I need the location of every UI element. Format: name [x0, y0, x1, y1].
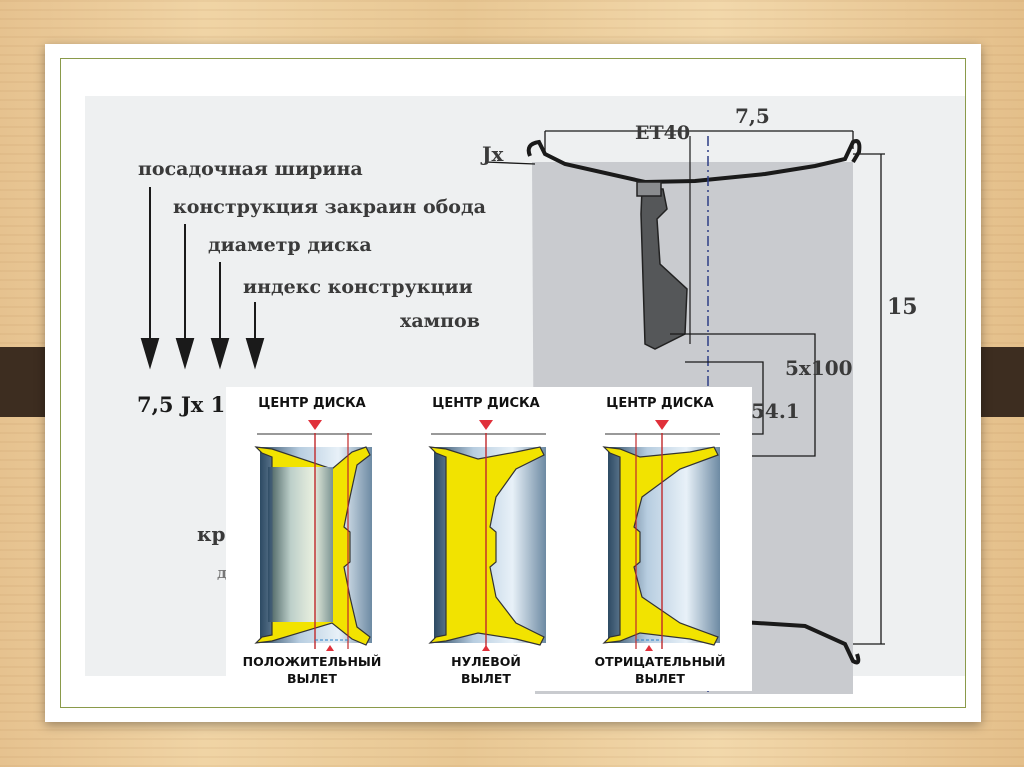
center-marker-icon [308, 420, 322, 430]
center-marker-icon [479, 420, 493, 430]
dim-bolt-pattern: 5x100 [785, 356, 853, 380]
rim-profile [428, 446, 545, 646]
offset-negative-label: ОТРИЦАТЕЛЬНЫЙ [594, 654, 726, 669]
offset-positive-sublabel: ВЫЛЕТ [287, 671, 337, 686]
offset-zero-title: ЦЕНТР ДИСКА [432, 396, 540, 411]
negative-offset-figure [602, 420, 720, 651]
wheel-nut [636, 181, 662, 197]
offset-positive: ЦЕНТР ДИСКА ПОЛОЖИТЕЛЬНЫЙ ВЫЛЕТ [232, 387, 392, 691]
zero-offset-figure [428, 420, 546, 651]
offset-zero-sublabel: ВЫЛЕТ [461, 671, 511, 686]
dim-offset: ET40 [635, 122, 691, 144]
offset-positive-title: ЦЕНТР ДИСКА [258, 396, 366, 411]
offset-zero-label: НУЛЕВОЙ [451, 654, 521, 669]
rim-profile [602, 446, 719, 646]
flange-leader [484, 161, 536, 165]
designation-arrows [140, 187, 265, 370]
offset-zero: ЦЕНТР ДИСКА НУЛЕВОЙ ВЫЛЕТ [406, 387, 566, 691]
hub-section [640, 188, 688, 350]
center-marker-icon [655, 420, 669, 430]
label-flange-design: конструкция закраин обода [173, 196, 486, 218]
dim-diameter: 15 [887, 294, 918, 320]
positive-offset-figure [254, 420, 372, 651]
offset-negative-sublabel: ВЫЛЕТ [635, 671, 685, 686]
offset-negative: ЦЕНТР ДИСКА ОТРИЦАТЕЛЬНЫЙ ВЫЛЕТ [580, 387, 740, 691]
label-hump-index: индекс конструкции [243, 276, 473, 298]
slide-frame [60, 58, 966, 708]
label-disc-diameter: диаметр диска [208, 234, 372, 256]
partial-text-2: д [217, 564, 227, 582]
partial-text-1: кр [197, 522, 226, 546]
offset-negative-title: ЦЕНТР ДИСКА [606, 396, 714, 411]
dim-flange: Jx [482, 142, 504, 166]
designation-code: 7,5 Jx 1 [137, 392, 226, 417]
offset-positive-label: ПОЛОЖИТЕЛЬНЫЙ [242, 654, 382, 669]
dim-width: 7,5 [735, 104, 770, 128]
offset-types-panel: ЦЕНТР ДИСКА ПОЛОЖИТЕЛЬНЫЙ ВЫЛЕТ [226, 387, 752, 691]
rim-top-profile [526, 139, 862, 185]
dim-center-bore: 54.1 [751, 399, 800, 423]
label-hump-index-2: хампов [400, 310, 480, 332]
label-seat-width: посадочная ширина [138, 158, 363, 180]
